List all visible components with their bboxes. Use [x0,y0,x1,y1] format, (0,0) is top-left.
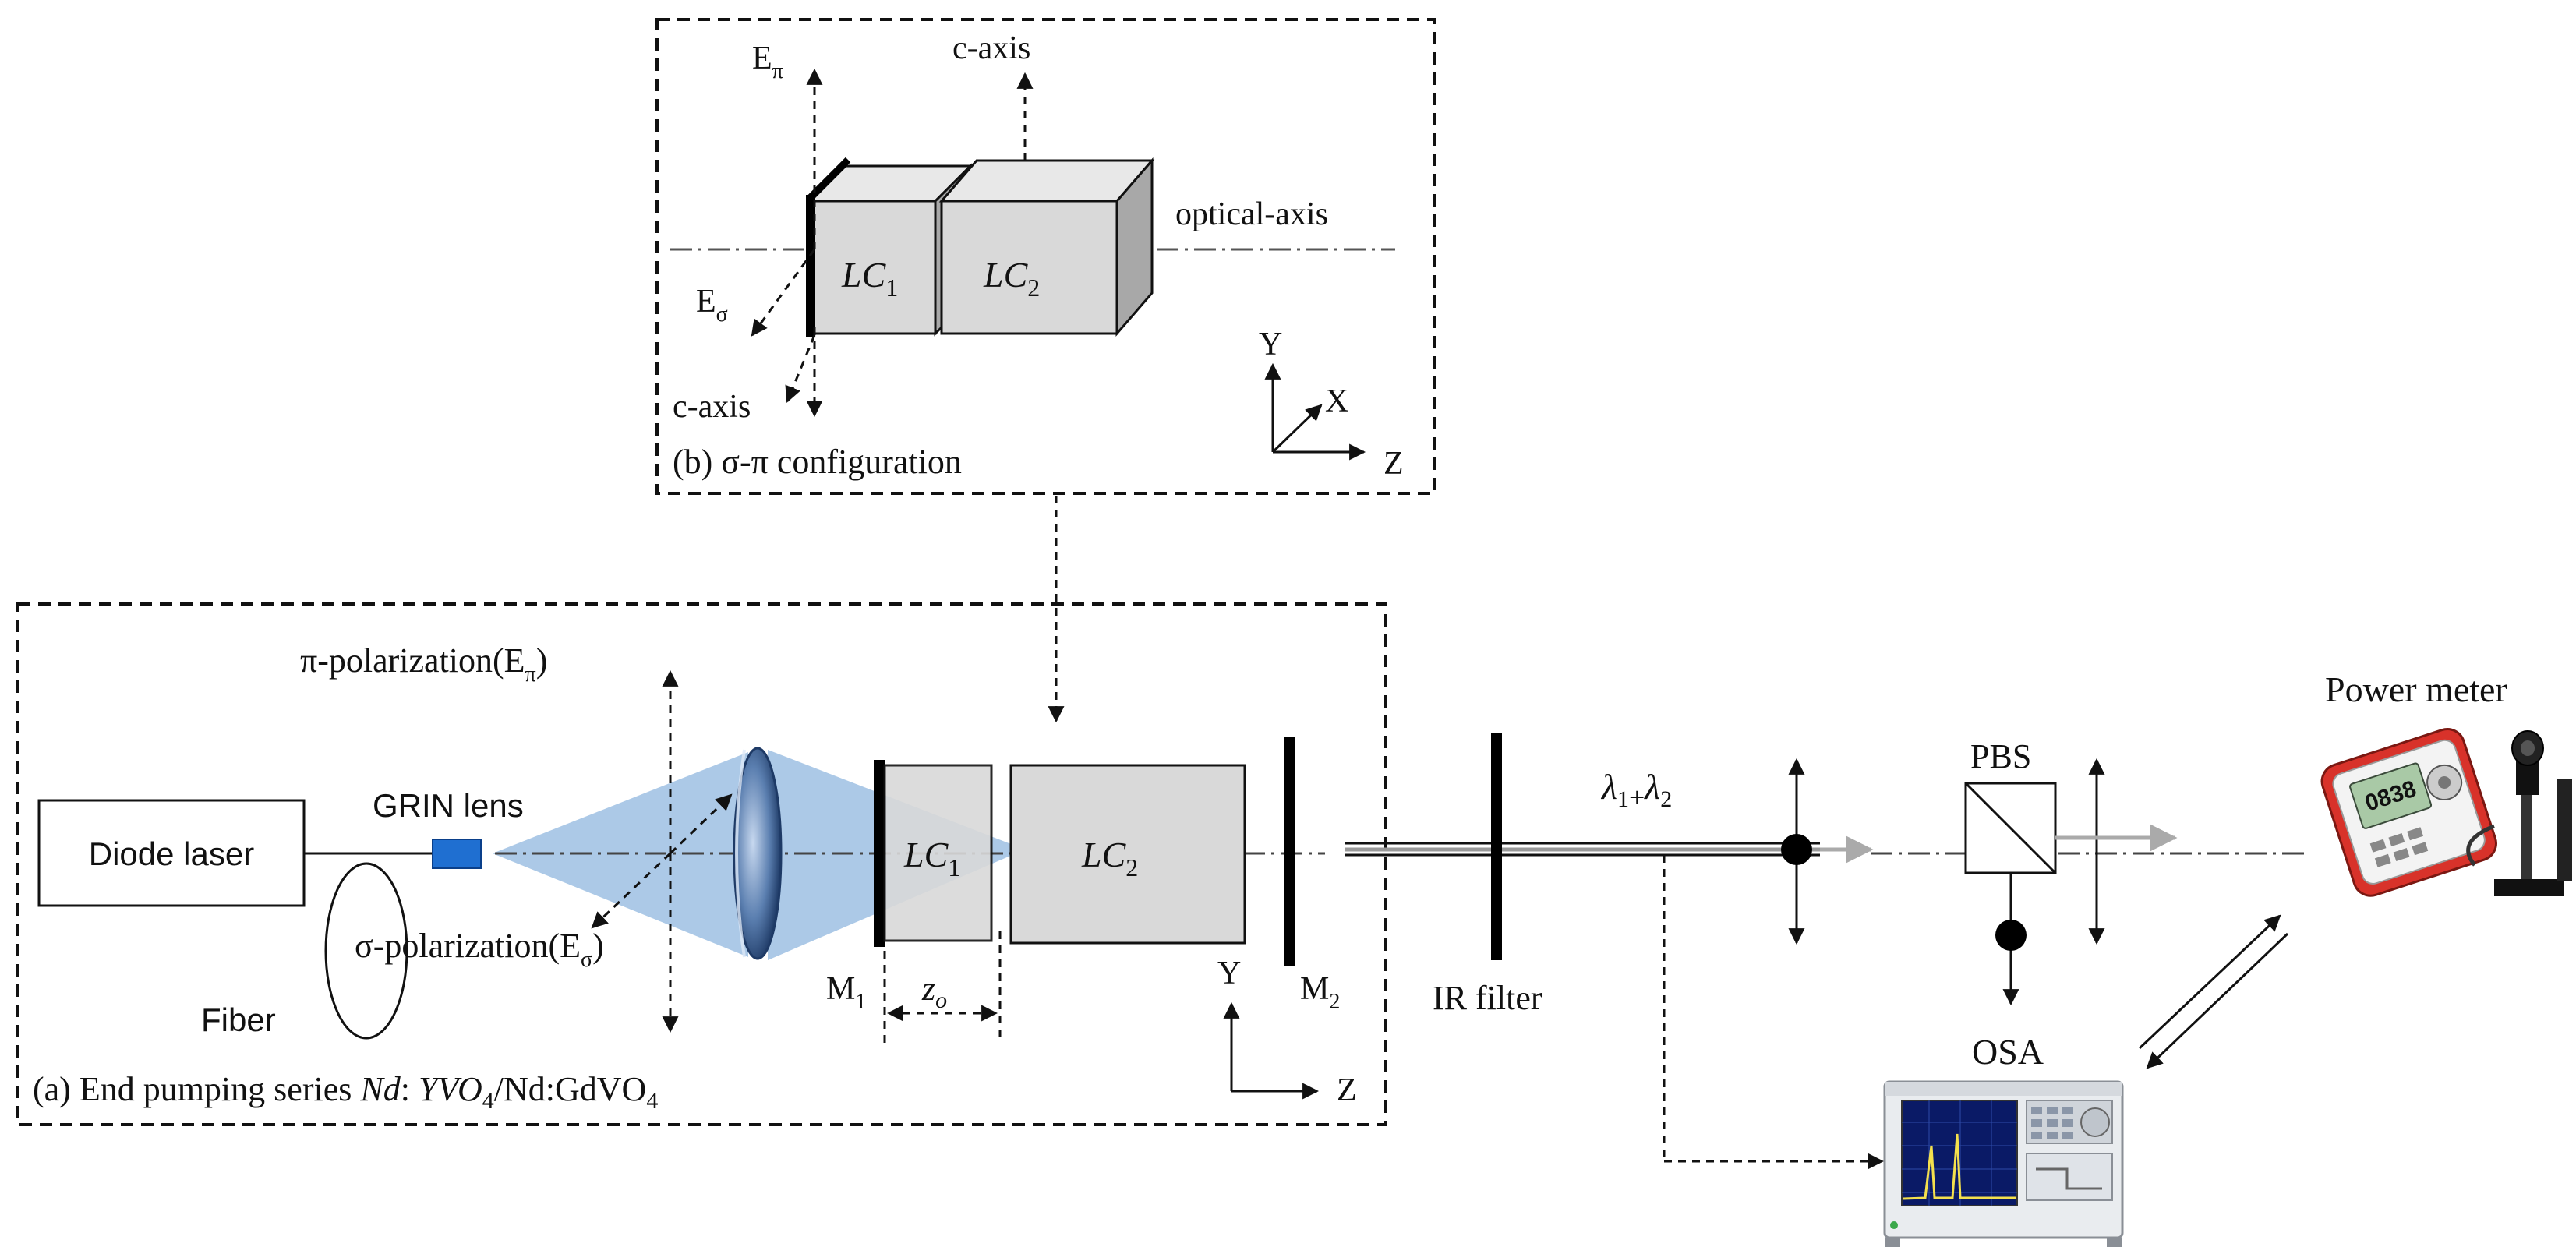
fiber-label: Fiber [201,1001,276,1038]
focusing-lens-icon [733,747,783,960]
pbs-label: PBS [1970,737,2031,775]
mirror-m1-label: M1 [826,971,866,1014]
power-meter-label: Power meter [2325,669,2507,709]
c-axis-bottom-label: c-axis [673,389,751,425]
svg-text:X: X [1325,383,1348,419]
diode-laser-label: Diode laser [89,835,254,872]
panel-b-sigma-pi-configuration: Eπ c-axis optical-axis Eσ c-axis LC1 LC2… [655,18,1436,495]
e-pi-label: Eπ [752,41,783,83]
osa-to-power-meter-arrow [2138,914,2281,1050]
pbs-cube [1964,782,2057,874]
svg-text:Z: Z [1337,1072,1357,1108]
lc1-label-a: LC1 [903,835,960,881]
fiber-coil [324,862,408,1040]
power-meter-to-osa-arrow [2146,932,2289,1069]
power-meter-device-icon: Power meter 0838 [2320,669,2572,897]
panel-a-caption: (a) End pumping series Nd: YVO4/Nd:GdVO4 [33,1070,658,1114]
crystal-lc1 [883,764,993,942]
svg-text:Z: Z [1383,446,1404,482]
output-beam-path: IR filter λ1+λ2 PBS OSA [1345,733,2307,1170]
panel-b-caption: (b) σ-π configuration [673,443,962,481]
mirror-m2-label: M2 [1300,971,1340,1014]
panel-b-dashed-frame [655,18,1436,495]
z0-label: zo [921,970,947,1013]
wavelength-label: λ1+λ2 [1600,767,1672,813]
e-sigma-arrow [751,249,816,337]
power-sensor-head [2466,730,2572,896]
lc2-label-a: LC2 [1081,835,1138,881]
reflected-polarization-dot [1995,920,2027,951]
osa-device-icon [1883,1080,2124,1247]
ir-filter-label: IR filter [1433,979,1542,1017]
sigma-polarization-label: σ-polarization(Eσ) [355,927,604,972]
c-axis-top-label: c-axis [952,30,1030,66]
svg-text:Y: Y [1217,956,1241,991]
grin-lens-label: GRIN lens [373,787,524,824]
sigma-polarization-arrow [591,852,672,929]
osa-screen [1901,1100,2018,1206]
c-axis-bottom-arrow [785,334,816,403]
crystal-lc2-3d [938,157,1155,337]
e-sigma-label: Eσ [696,284,728,327]
panel-a-dashed-frame [16,602,1387,1126]
panel-a-end-pumping: Diode laser Fiber GRIN lens π-polarizati… [16,602,1387,1126]
osa-label: OSA [1972,1032,2044,1072]
polarization-marker-dot [1781,834,1812,865]
grin-lens [432,839,482,869]
lc2-label-b: LC2 [983,255,1040,302]
pi-polarization-label: π-polarization(Eπ) [300,641,547,687]
svg-text:Y: Y [1259,327,1282,362]
coordinate-axes-a: Y Z [1217,956,1357,1108]
coordinate-axes-b: Y X Z [1259,327,1404,482]
osa-spectrum-trace [1903,1133,2016,1200]
diode-laser-box [37,799,306,907]
optical-axis-label: optical-axis [1175,196,1328,232]
sigma-polarization-arrow-up [669,793,733,855]
lc1-label-b: LC1 [841,255,898,302]
crystal-lc2 [1009,764,1246,945]
